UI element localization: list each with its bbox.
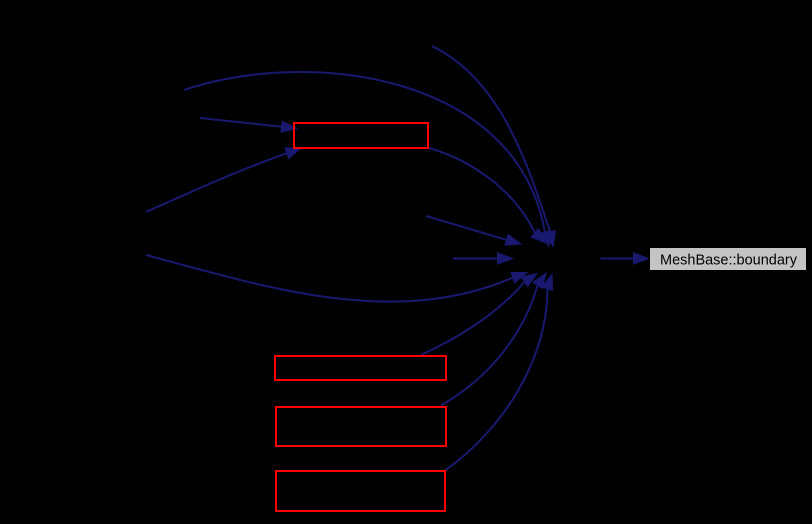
svg-text:MeshBase::boundary: MeshBase::boundary xyxy=(660,253,798,269)
